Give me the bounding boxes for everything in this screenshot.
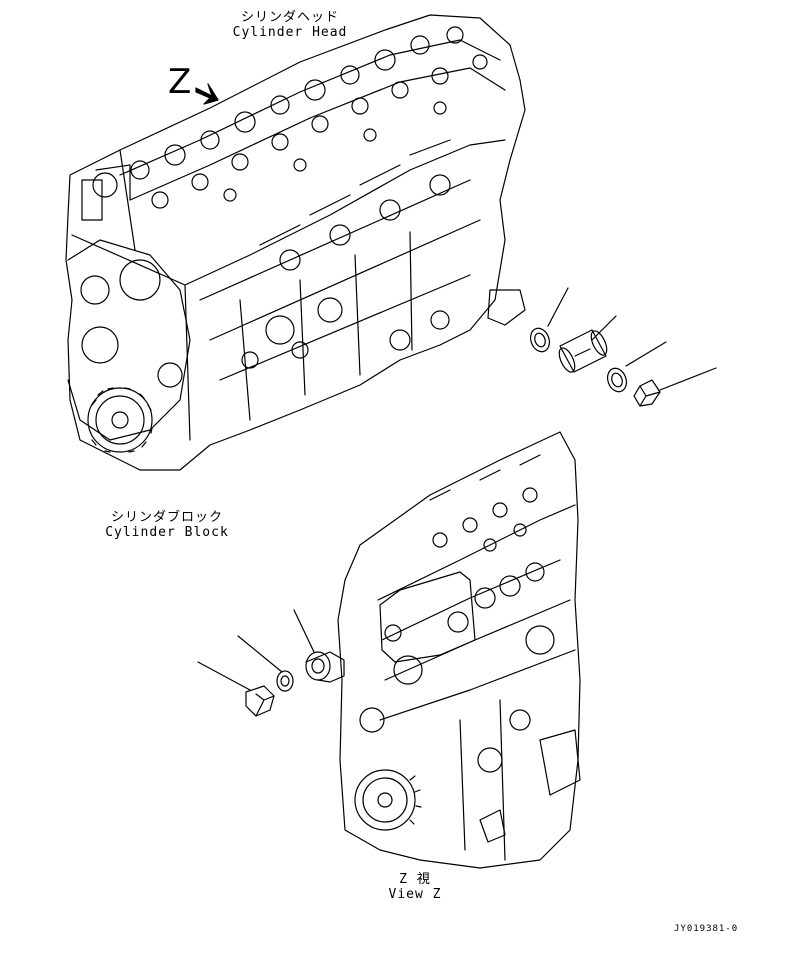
gasket-1 bbox=[529, 327, 551, 353]
cylinder-block-label: シリンダブロック Cylinder Block bbox=[92, 510, 242, 540]
view-z-marker: Z bbox=[168, 62, 192, 102]
view-z-arrow bbox=[195, 83, 219, 105]
upper-exploded-parts bbox=[529, 287, 717, 407]
cylinder-head-label: シリンダヘッド Cylinder Head bbox=[220, 10, 360, 40]
lower-engine-assembly bbox=[337, 431, 581, 869]
view-z-label: Z 視 View Z bbox=[370, 872, 460, 902]
gasket-3 bbox=[276, 670, 294, 692]
document-id: JY019381-0 bbox=[674, 924, 739, 934]
leader-line-2 bbox=[591, 315, 617, 341]
plug-bolt-upper bbox=[633, 379, 661, 407]
view-z-label-en: View Z bbox=[388, 887, 442, 902]
cylinder-block-label-ja: シリンダブロック bbox=[110, 510, 223, 525]
cylinder-head-label-ja: シリンダヘッド bbox=[240, 10, 339, 25]
leader-line-1 bbox=[547, 287, 569, 327]
head-detail-circles bbox=[92, 26, 488, 209]
leader-line-5 bbox=[293, 609, 315, 653]
lower-exploded-parts bbox=[197, 609, 345, 717]
gasket-2 bbox=[606, 367, 628, 393]
adapter-fitting bbox=[558, 329, 608, 373]
leader-line-3 bbox=[625, 341, 667, 367]
cylinder-block-label-en: Cylinder Block bbox=[105, 525, 229, 540]
plug-bolt-lower bbox=[245, 685, 275, 717]
adapter-fitting-lower bbox=[305, 651, 345, 683]
cylinder-head-label-en: Cylinder Head bbox=[232, 25, 348, 40]
upper-engine-assembly bbox=[65, 14, 526, 471]
leader-line-6 bbox=[237, 635, 283, 673]
leader-line-4 bbox=[659, 367, 717, 391]
leader-line-7 bbox=[197, 661, 251, 691]
view-z-label-ja: Z 視 bbox=[399, 872, 431, 887]
